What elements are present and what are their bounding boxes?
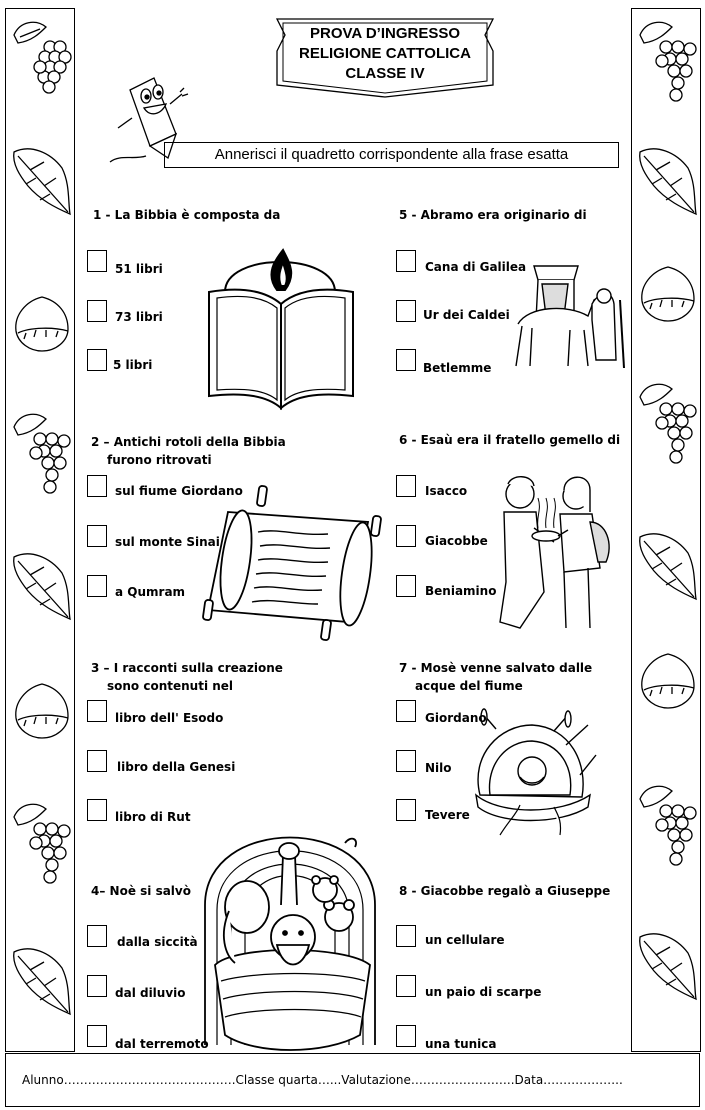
- title-line-2: RELIGIONE CATTOLICA: [299, 45, 471, 62]
- q6-option-3-checkbox[interactable]: [396, 575, 416, 597]
- q1-option-2-label: 73 libri: [115, 310, 163, 324]
- q8-option-1-label: un cellulare: [425, 933, 505, 947]
- q6-option-3-label: Beniamino: [425, 584, 497, 598]
- title-line-1: PROVA D’INGRESSO: [309, 25, 461, 42]
- q4-option-3-label: dal terremoto: [115, 1037, 209, 1051]
- leaf-grape-border-left: [13, 21, 72, 1016]
- question-2-title: 2 – Antichi rotoli della Bibbia furono r…: [91, 433, 286, 469]
- q5-option-2-checkbox[interactable]: [396, 300, 416, 322]
- question-7-line-1: 7 - Mosè venne salvato dalle: [399, 661, 593, 675]
- q5-option-3-label: Betlemme: [423, 361, 492, 375]
- q1-option-1-checkbox[interactable]: [87, 250, 107, 272]
- leaf-grape-border-right: [639, 21, 697, 1001]
- esau-jacob-icon: [499, 476, 610, 629]
- question-4-line-1: 4– Noè si salvò: [91, 884, 191, 898]
- q6-option-1-label: Isacco: [425, 484, 468, 498]
- q2-option-1-checkbox[interactable]: [87, 475, 107, 497]
- question-6-line-1: 6 - Esaù era il fratello gemello di: [399, 433, 621, 447]
- q3-option-2-checkbox[interactable]: [87, 750, 107, 772]
- page-title: PROVA D’INGRESSO RELIGIONE CATTOLICA CLA…: [275, 24, 495, 84]
- abraham-camel-icon: [515, 265, 625, 369]
- q2-option-3-checkbox[interactable]: [87, 575, 107, 597]
- q7-option-2-checkbox[interactable]: [396, 750, 416, 772]
- question-8-line-1: 8 - Giacobbe regalò a Giuseppe: [399, 884, 611, 898]
- instruction-box: Annerisci il quadretto corrispondente al…: [164, 142, 619, 168]
- question-8-title: 8 - Giacobbe regalò a Giuseppe: [399, 884, 610, 898]
- q1-option-1-label: 51 libri: [115, 262, 163, 276]
- right-decorative-border: [631, 8, 701, 1052]
- question-7-line-2: acque del fiume: [415, 679, 523, 693]
- q2-option-2-label: sul monte Sinai: [115, 535, 220, 549]
- footer-fields[interactable]: Alunno…………………………………….Classe quarta…...Va…: [22, 1073, 623, 1087]
- question-3-title: 3 – I racconti sulla creazione sono cont…: [91, 659, 283, 695]
- q2-option-1-label: sul fiume Giordano: [115, 484, 243, 498]
- q8-option-3-label: una tunica: [425, 1037, 497, 1051]
- bible-candle-icon: [208, 248, 354, 411]
- q8-option-2-checkbox[interactable]: [396, 975, 416, 997]
- q2-option-2-checkbox[interactable]: [87, 525, 107, 547]
- left-decorative-border: [5, 8, 75, 1052]
- q1-option-3-label: 5 libri: [113, 358, 153, 372]
- q8-option-3-checkbox[interactable]: [396, 1025, 416, 1047]
- q6-option-2-checkbox[interactable]: [396, 525, 416, 547]
- question-5-line-1: 5 - Abramo era originario di: [399, 208, 587, 222]
- q3-option-1-checkbox[interactable]: [87, 700, 107, 722]
- q8-option-2-label: un paio di scarpe: [425, 985, 542, 999]
- question-6-title: 6 - Esaù era il fratello gemello di: [399, 433, 620, 447]
- q7-option-2-label: Nilo: [425, 761, 452, 775]
- q7-option-3-checkbox[interactable]: [396, 799, 416, 821]
- q4-option-2-label: dal diluvio: [115, 986, 186, 1000]
- q4-option-3-checkbox[interactable]: [87, 1025, 107, 1047]
- q5-option-1-label: Cana di Galilea: [425, 260, 527, 274]
- title-banner-icon: [275, 18, 495, 98]
- q6-option-2-label: Giacobbe: [425, 534, 488, 548]
- question-4-title: 4– Noè si salvò: [91, 884, 191, 898]
- q2-option-3-label: a Qumram: [115, 585, 186, 599]
- question-7-title: 7 - Mosè venne salvato dalle acque del f…: [399, 659, 592, 695]
- q5-option-2-label: Ur dei Caldei: [423, 308, 510, 322]
- baby-moses-icon: [475, 708, 597, 836]
- question-2-line-1: 2 – Antichi rotoli della Bibbia: [91, 435, 286, 449]
- q3-option-3-checkbox[interactable]: [87, 799, 107, 821]
- q3-option-1-label: libro dell' Esodo: [115, 711, 224, 725]
- title-line-3: CLASSE IV: [345, 65, 425, 82]
- q3-option-2-label: libro della Genesi: [117, 760, 236, 774]
- question-2-line-2: furono ritrovati: [107, 453, 212, 467]
- student-info-footer: Alunno…………………………………….Classe quarta…...Va…: [5, 1053, 700, 1107]
- q8-option-1-checkbox[interactable]: [396, 925, 416, 947]
- q7-option-3-label: Tevere: [425, 808, 470, 822]
- q1-option-3-checkbox[interactable]: [87, 349, 107, 371]
- noah-ark-icon: [204, 836, 376, 1051]
- q3-option-3-label: libro di Rut: [115, 810, 191, 824]
- q7-option-1-label: Giordano: [425, 711, 487, 725]
- question-3-line-2: sono contenuti nel: [107, 679, 234, 693]
- question-5-title: 5 - Abramo era originario di: [399, 208, 587, 222]
- q5-option-3-checkbox[interactable]: [396, 349, 416, 371]
- q4-option-2-checkbox[interactable]: [87, 975, 107, 997]
- q7-option-1-checkbox[interactable]: [396, 700, 416, 722]
- q4-option-1-label: dalla siccità: [117, 935, 198, 949]
- question-1-title: 1 - La Bibbia è composta da: [93, 208, 280, 222]
- q5-option-1-checkbox[interactable]: [396, 250, 416, 272]
- q4-option-1-checkbox[interactable]: [87, 925, 107, 947]
- q6-option-1-checkbox[interactable]: [396, 475, 416, 497]
- question-3-line-1: 3 – I racconti sulla creazione: [91, 661, 283, 675]
- q1-option-2-checkbox[interactable]: [87, 300, 107, 322]
- pencil-mascot-icon: [109, 77, 189, 163]
- question-1-line-1: 1 - La Bibbia è composta da: [93, 208, 281, 222]
- scroll-icon: [202, 485, 382, 641]
